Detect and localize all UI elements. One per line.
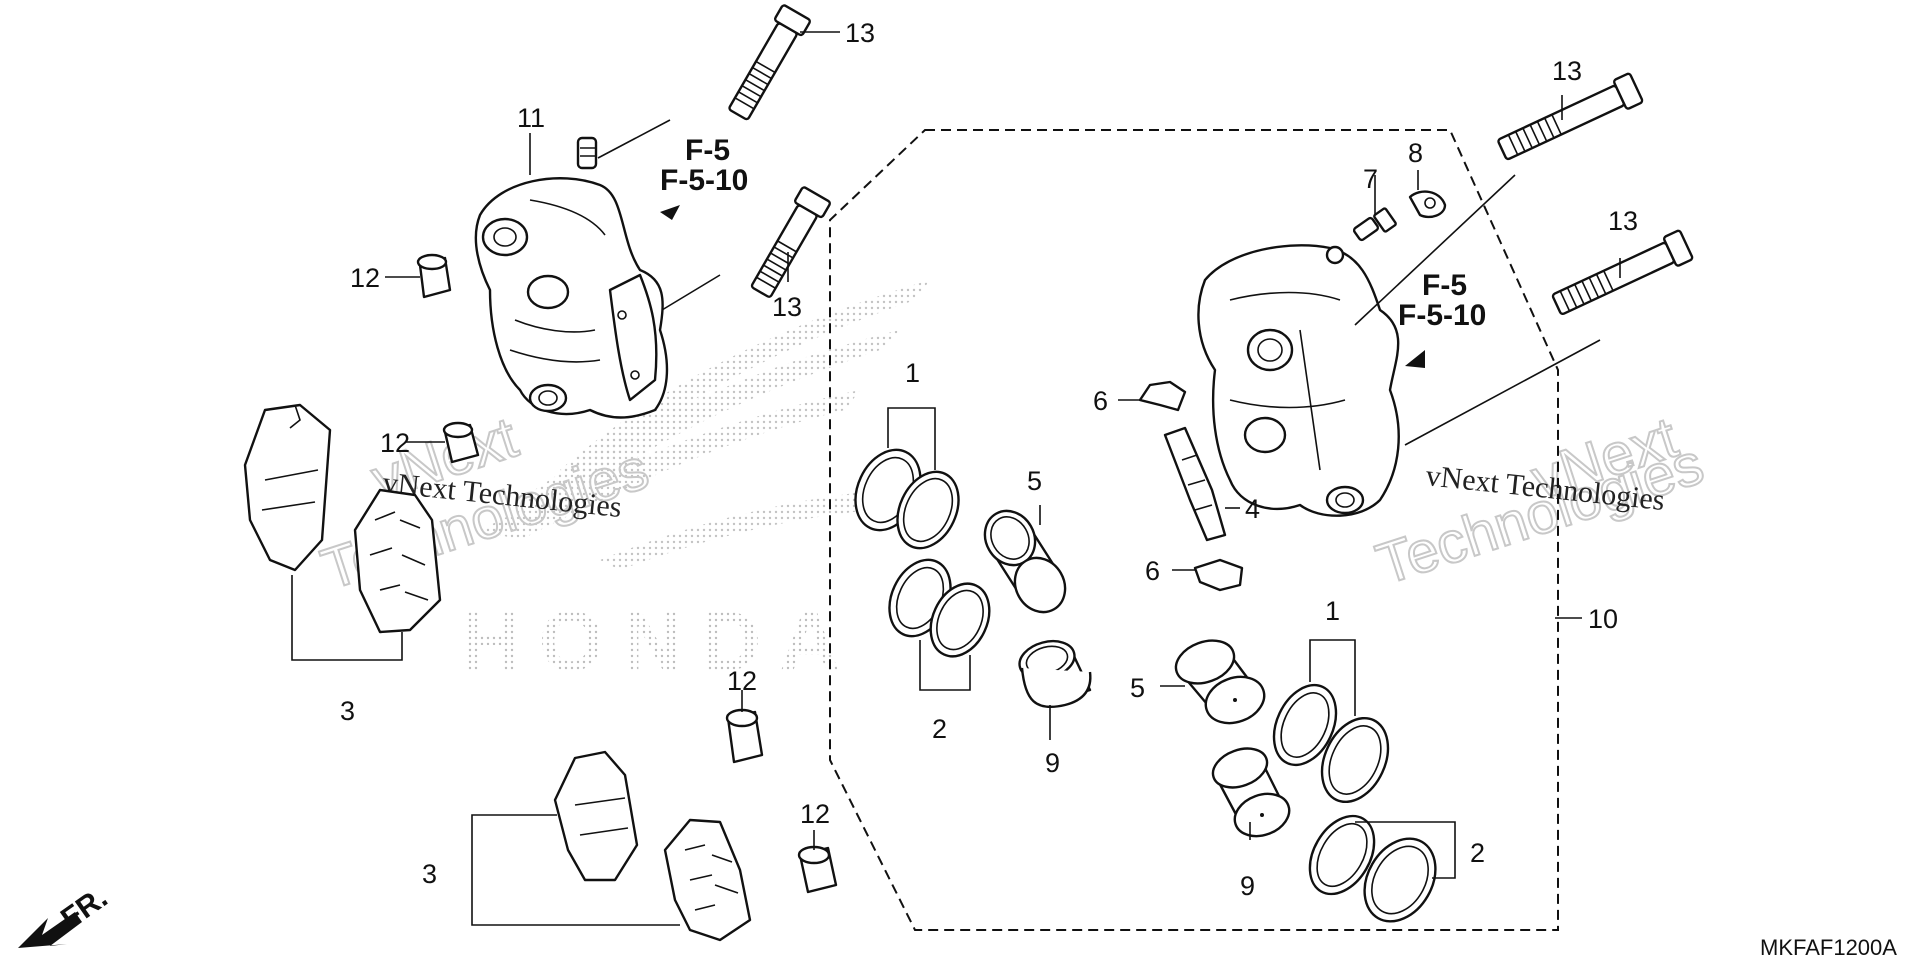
pad-spring-4 — [1163, 426, 1227, 542]
callout-13-top: 13 — [845, 18, 875, 48]
callout-10: 10 — [1588, 604, 1618, 634]
seal-2-right-a — [1308, 814, 1376, 896]
honda-wing-watermark — [480, 280, 930, 570]
brake-pad-3-bottom-a — [553, 750, 639, 882]
honda-brand-watermark: HONDA — [460, 594, 858, 688]
retainer-clip-6-bottom — [1193, 558, 1244, 592]
bracket-2-right — [1355, 821, 1456, 879]
front-direction-arrow: FR. — [18, 881, 114, 948]
callout-12-d: 12 — [800, 799, 830, 829]
callout-13-right-2: 13 — [1608, 206, 1638, 236]
leader-lines — [385, 31, 1621, 850]
diagram-part-code: MKFAF1200A — [1760, 935, 1897, 960]
callout-1-left: 1 — [905, 358, 920, 388]
callout-6-top: 6 — [1093, 386, 1108, 416]
pin-bushing-12-c — [725, 708, 764, 764]
callout-2-left: 2 — [932, 714, 947, 744]
bolt-13-right-2 — [1551, 229, 1694, 316]
piston-9-left — [1018, 639, 1092, 709]
callout-3-left: 3 — [340, 696, 355, 726]
retainer-clip-6-top — [1138, 380, 1187, 412]
callout-4: 4 — [1245, 494, 1260, 524]
piston-5-left — [983, 509, 1067, 614]
seal-1-right-a — [1272, 683, 1338, 767]
ref-label-right-1: F-5 — [1422, 269, 1467, 302]
bracket-3-left — [291, 575, 403, 661]
bleeder-valve-7 — [1352, 207, 1397, 242]
bracket-1-right — [1309, 639, 1356, 716]
callout-8: 8 — [1408, 138, 1423, 168]
callout-9-left: 9 — [1045, 748, 1060, 778]
bolt-13-middle — [750, 186, 831, 298]
callout-9-right: 9 — [1240, 871, 1255, 901]
seal-1-right-b — [1320, 716, 1390, 804]
caliper-assembly-outline — [829, 129, 1559, 931]
brake-pad-3-bottom-b — [663, 818, 752, 942]
ref-arrow-right — [1405, 350, 1425, 368]
left-caliper-body — [474, 136, 669, 419]
callout-3-bottom: 3 — [422, 859, 437, 889]
piston-5-right — [1174, 639, 1266, 725]
right-caliper-body — [1197, 244, 1400, 517]
bleeder-cap-8 — [1408, 190, 1447, 219]
callout-2-right: 2 — [1470, 838, 1485, 868]
bracket-3-bottom — [471, 814, 680, 926]
seal-1-left-b — [896, 470, 960, 550]
bracket-2-left — [919, 640, 971, 691]
callout-13-right-1: 13 — [1552, 56, 1582, 86]
seal-2-right-b — [1363, 837, 1437, 923]
callout-12-b: 12 — [380, 428, 410, 458]
seal-2-left-b — [929, 582, 991, 658]
callout-5-right: 5 — [1130, 673, 1145, 703]
bolt-13-right-1 — [1497, 72, 1644, 161]
bolt-13-top — [728, 4, 811, 121]
callout-1-right: 1 — [1325, 596, 1340, 626]
pin-bushing-12-d — [797, 845, 838, 894]
brake-pad-3-left-a — [243, 403, 332, 572]
pin-bushing-12-a — [416, 253, 452, 299]
callout-7: 7 — [1363, 164, 1378, 194]
callout-12-c: 12 — [727, 666, 757, 696]
callout-11: 11 — [517, 103, 545, 133]
brake-pad-3-left-b — [353, 488, 442, 634]
callout-5-left: 5 — [1027, 466, 1042, 496]
callout-13-middle: 13 — [772, 292, 802, 322]
ref-arrow-left — [660, 205, 680, 220]
piston-9-right — [1211, 747, 1291, 838]
pin-bushing-12-b — [442, 421, 480, 464]
ref-label-right-2: F-5-10 — [1398, 299, 1486, 332]
callout-12-a: 12 — [350, 263, 380, 293]
bracket-1-left — [887, 407, 936, 470]
callout-6-bottom: 6 — [1145, 556, 1160, 586]
ref-label-left-1: F-5 — [685, 134, 730, 167]
ref-label-left-2: F-5-10 — [660, 164, 748, 197]
